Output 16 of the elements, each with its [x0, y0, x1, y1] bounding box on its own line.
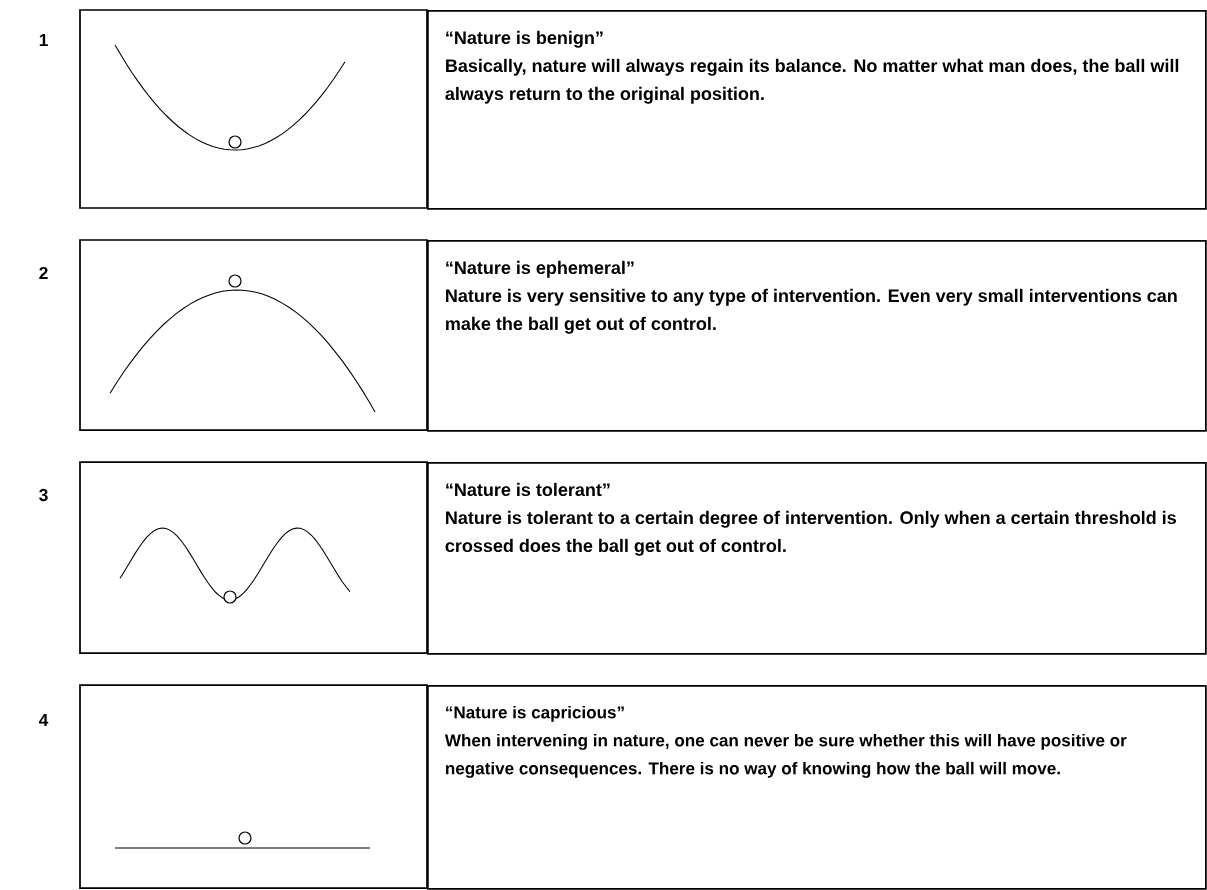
row-number: 1 [39, 34, 48, 46]
description-box [427, 685, 1207, 890]
heading: “Nature is capricious” [446, 705, 624, 722]
row-number: 4 [39, 714, 49, 726]
heading: “Nature is ephemeral” [446, 260, 634, 278]
description-box [427, 240, 1207, 432]
heading: “Nature is tolerant” [446, 482, 610, 497]
description-text: When intervening in nature, one can never be sure whether this will have positive or negative consequences. There is no way of knowing how the ball will move. [444, 733, 1127, 778]
heading: “Nature is benign” [446, 30, 603, 48]
description-box [427, 462, 1207, 655]
description-text: Basically, nature will always regain its balance. No matter what man does, the ball will always return to the original position. [445, 58, 1179, 104]
description-text: Nature is very sensitive to any type of intervention. Even very small interventions can make the ball get out of control. [446, 288, 1177, 334]
description-box [427, 10, 1207, 210]
description-text: Nature is tolerant to a certain degree of intervention. Only when a certain threshold is crossed does the ball get out of control. [445, 510, 1176, 556]
row-number: 2 [39, 266, 48, 280]
row-number: 3 [39, 488, 48, 502]
